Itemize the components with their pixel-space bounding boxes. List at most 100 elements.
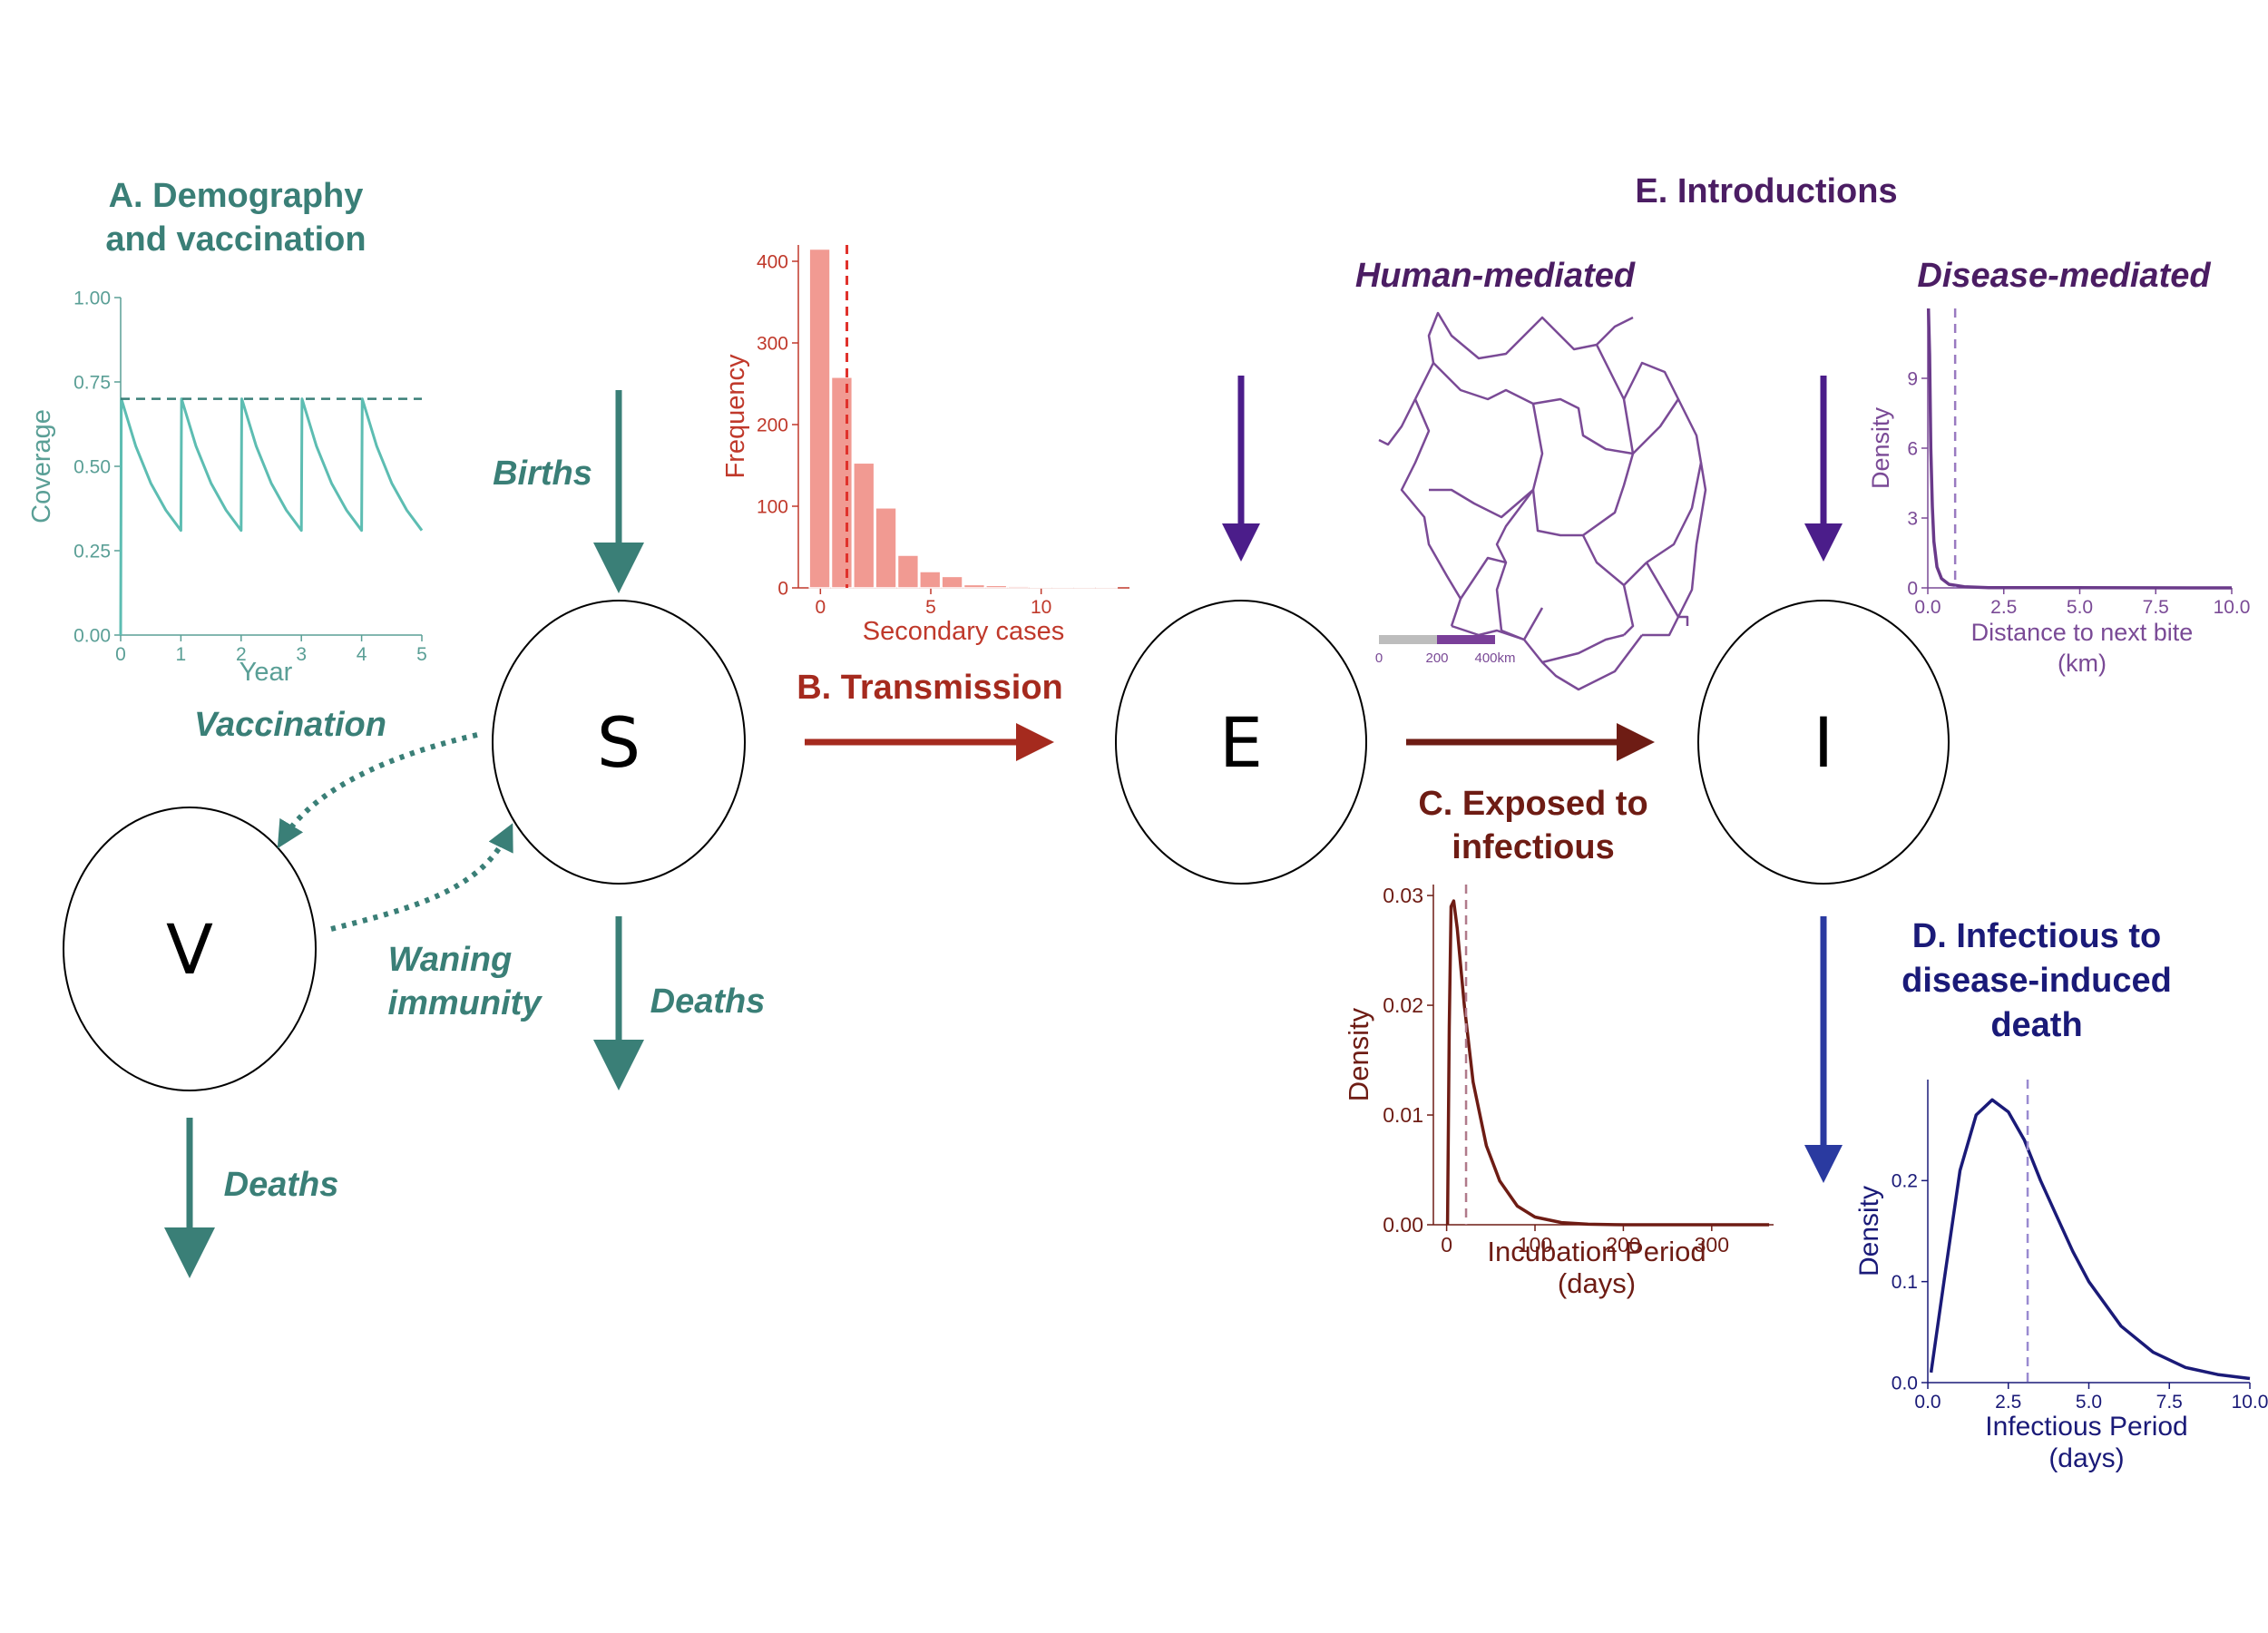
secondary-bar <box>830 376 854 589</box>
vaccination-label: Vaccination <box>194 706 386 744</box>
incubation-y-tick-label: 0.00 <box>1383 1213 1423 1237</box>
coverage-y-tick-label: 0.25 <box>73 541 111 562</box>
incubation-x-label-2: (days) <box>1558 1267 1636 1299</box>
panel-e-title: E. Introductions <box>1635 172 1897 210</box>
secondary-bar <box>808 248 831 589</box>
secondary-y-tick-label: 200 <box>757 415 788 435</box>
infectious-x-label-2: (days) <box>2048 1443 2124 1473</box>
incubation-y-tick-label: 0.02 <box>1383 993 1423 1017</box>
coverage-x-tick-label: 3 <box>296 644 307 665</box>
secondary-bar <box>875 507 897 589</box>
distance-x-tick-label: 2.5 <box>1990 597 2017 618</box>
node-e-label: E <box>1219 702 1263 783</box>
secondary-bar <box>1095 586 1119 589</box>
distance-y-tick-label: 0 <box>1907 578 1918 599</box>
distance-x-label-2: (km) <box>2058 650 2107 677</box>
coverage-y-tick-label: 0.75 <box>73 372 111 393</box>
map-scale-0: 0 <box>1375 650 1383 666</box>
coverage-series-line <box>119 397 424 636</box>
distance-x-label: Distance to next bite <box>1971 619 2194 646</box>
secondary-x-tick-label: 0 <box>815 597 826 618</box>
deaths-v-label: Deaths <box>224 1166 339 1204</box>
incubation-x-tick-label: 300 <box>1695 1233 1729 1257</box>
infectious-x-tick-label: 5.0 <box>2076 1392 2102 1413</box>
disease-mediated-label: Disease-mediated <box>1917 257 2211 295</box>
incubation-x-tick-label: 200 <box>1606 1233 1640 1257</box>
distance-series-line <box>1926 308 2233 590</box>
human-mediated-label: Human-mediated <box>1355 257 1636 295</box>
infectious-x-tick-label: 10.0 <box>2232 1392 2268 1413</box>
panel-d-title-line2: disease-induced <box>1901 962 2172 1000</box>
incubation-x-tick-label: 100 <box>1518 1233 1552 1257</box>
secondary-y-tick-label: 0 <box>777 578 788 599</box>
node-v-label: V <box>166 909 213 990</box>
panel-c-title-line1: C. Exposed to <box>1418 785 1647 823</box>
secondary-x-tick-label: 10 <box>1031 597 1051 618</box>
coverage-y-tick-label: 0.50 <box>73 456 111 477</box>
distance-y-tick-label: 9 <box>1907 368 1918 389</box>
infectious-x-tick-label: 7.5 <box>2156 1392 2183 1413</box>
coverage-x-tick-label: 2 <box>236 644 247 665</box>
infectious-x-label: Infectious Period <box>1985 1412 2187 1442</box>
secondary-x-label: Secondary cases <box>863 617 1064 646</box>
distance-y-tick-label: 6 <box>1907 438 1918 459</box>
distance-y-tick-label: 3 <box>1907 508 1918 529</box>
coverage-x-tick-label: 5 <box>416 644 427 665</box>
incubation-series-line <box>1445 899 1770 1227</box>
distance-x-tick-label: 10.0 <box>2214 597 2251 618</box>
secondary-bar <box>1073 586 1096 589</box>
deaths-s-label: Deaths <box>650 983 766 1021</box>
secondary-bar <box>985 584 1008 589</box>
transmission-label: B. Transmission <box>797 669 1063 707</box>
secondary-y-tick-label: 100 <box>757 496 788 517</box>
distance-x-tick-label: 0.0 <box>1914 597 1941 618</box>
distance-x-tick-label: 5.0 <box>2067 597 2093 618</box>
coverage-x-tick-label: 1 <box>176 644 187 665</box>
waning-label-line2: immunity <box>388 984 543 1022</box>
secondary-bar <box>896 554 920 589</box>
secondary-bar <box>1051 586 1074 589</box>
infectious-y-label: Density <box>1854 1186 1884 1276</box>
coverage-y-tick-label: 1.00 <box>73 288 111 308</box>
map-scale-bar: 0 200 400km <box>1375 635 1516 666</box>
secondary-y-tick-label: 400 <box>757 251 788 272</box>
coverage-y-tick-label: 0.00 <box>73 625 111 646</box>
node-s-label: S <box>597 702 640 783</box>
vaccination-arrow <box>277 732 478 849</box>
map-scale-200: 200 <box>1425 650 1448 666</box>
secondary-bar <box>1029 586 1052 589</box>
panel-d-title-line1: D. Infectious to <box>1912 917 2161 955</box>
secondary-bar <box>963 583 986 589</box>
node-i: I <box>1697 600 1950 885</box>
incubation-y-tick-label: 0.03 <box>1383 884 1423 907</box>
node-i-label: I <box>1813 702 1833 783</box>
incubation-x-label: Incubation Period <box>1487 1236 1706 1267</box>
secondary-y-label: Frequency <box>721 354 750 479</box>
incubation-x-tick-label: 0 <box>1441 1233 1452 1257</box>
coverage-y-label: Coverage <box>27 409 56 523</box>
distance-y-label: Density <box>1867 406 1894 489</box>
waning-arrow <box>330 823 513 932</box>
coverage-x-label: Year <box>240 658 293 687</box>
coverage-x-tick-label: 0 <box>115 644 126 665</box>
panel-a-title-line1: A. Demography <box>109 177 364 215</box>
distance-x-tick-label: 7.5 <box>2143 597 2169 618</box>
panel-a-title-line2: and vaccination <box>105 220 366 259</box>
incubation-y-label: Density <box>1343 1007 1374 1101</box>
infectious-x-tick-label: 0.0 <box>1914 1392 1941 1413</box>
map-scale-400: 400km <box>1474 650 1515 666</box>
secondary-y-tick-label: 300 <box>757 333 788 354</box>
node-e: E <box>1115 600 1367 885</box>
incubation-y-tick-label: 0.01 <box>1383 1103 1423 1127</box>
secondary-x-tick-label: 5 <box>925 597 936 618</box>
coverage-x-tick-label: 4 <box>357 644 367 665</box>
node-s: S <box>492 600 746 885</box>
road-network-map <box>1378 311 1707 691</box>
node-v: V <box>63 807 317 1091</box>
infectious-series-line <box>1929 1098 2251 1381</box>
